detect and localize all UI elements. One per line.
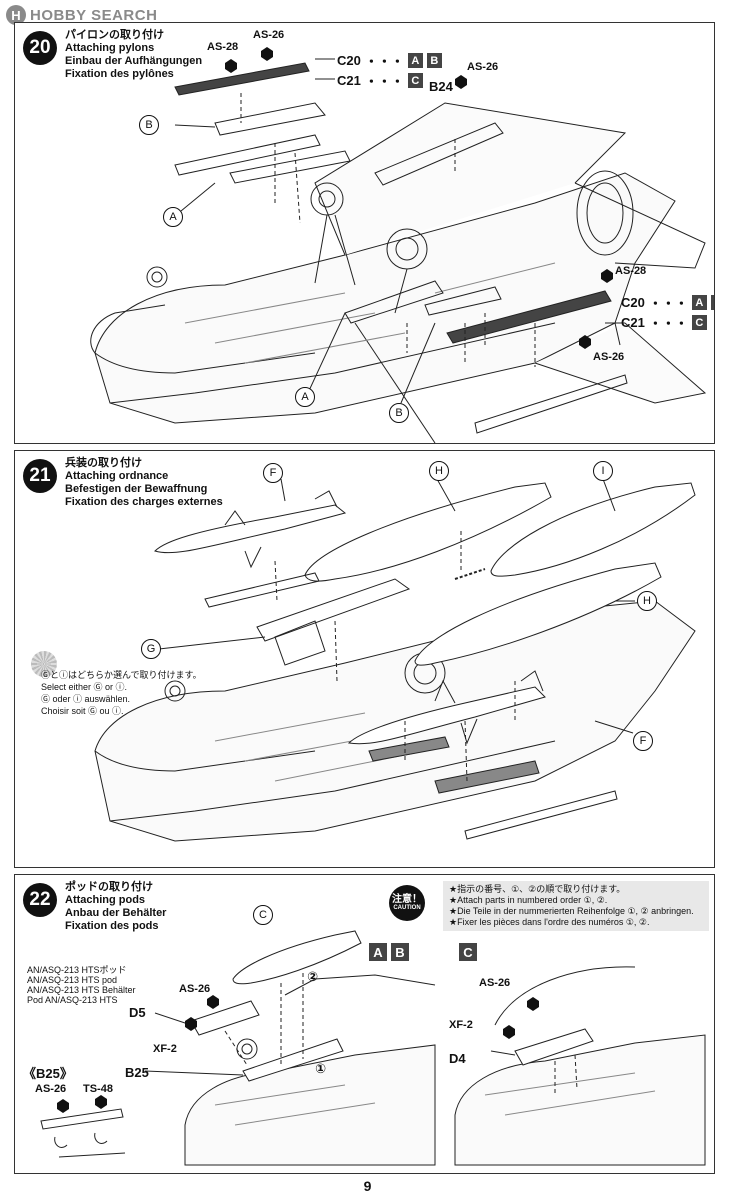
step-number: 21	[23, 459, 57, 493]
variant-box-c: C	[407, 73, 423, 88]
pod-name-block: AN/ASQ-213 HTSポッド AN/ASQ-213 HTS pod AN/…	[27, 965, 136, 1005]
callout-a: A	[163, 207, 183, 227]
caution-en: CAUTION	[393, 905, 421, 911]
callout-b: B	[389, 403, 409, 423]
callout-i: I	[593, 461, 613, 481]
title-en: Attaching pods	[65, 894, 146, 906]
part-code-c21: C21 ・・・ C	[337, 71, 423, 90]
label-as26: AS-26	[179, 983, 211, 995]
callout-f: F	[263, 463, 283, 483]
callout-c: C	[253, 905, 273, 925]
pod-name-en: AN/ASQ-213 HTS pod	[27, 975, 118, 985]
page-number: 9	[363, 1178, 372, 1194]
callout-h: H	[429, 461, 449, 481]
caution-line: ★Die Teile in der nummerierten Reihenfol…	[449, 906, 694, 916]
caution-badge-icon: 注意！ CAUTION	[389, 885, 425, 921]
label-xf2: XF-2	[449, 1019, 473, 1031]
title-en: Attaching pylons	[65, 42, 155, 54]
callout-h: H	[637, 591, 657, 611]
step-21-drawing	[94, 478, 696, 842]
label-as26: AS-26	[253, 29, 285, 41]
pod-name-jp: AN/ASQ-213 HTSポッド	[27, 965, 127, 975]
watermark-logo-icon: H	[6, 5, 26, 25]
variant-box-b: B	[391, 943, 409, 961]
title-fr: Fixation des charges externes	[65, 496, 223, 508]
callout-b: B	[139, 115, 159, 135]
caution-jp: 注意！	[392, 894, 422, 905]
caution-box: ★指示の番号、①、②の順で取り付けます。 ★Attach parts in nu…	[443, 881, 709, 931]
label-as26: AS-26	[593, 351, 625, 363]
order-2: ②	[307, 969, 319, 984]
label-as26: AS-26	[35, 1083, 67, 1095]
callout-a: A	[295, 387, 315, 407]
label-xf2: XF-2	[153, 1043, 177, 1055]
step-number: 22	[23, 883, 57, 917]
dots: ・・・	[364, 74, 404, 89]
variant-box-b: B	[426, 53, 442, 68]
variant-box-c: C	[691, 315, 707, 330]
step-heading: ポッドの取り付け Attaching pods Anbau der Behält…	[65, 881, 166, 933]
part-id: C20	[621, 295, 645, 310]
variant-box-a: A	[691, 295, 707, 310]
variant-box-b: B	[710, 295, 714, 310]
label-as26: AS-26	[479, 977, 511, 989]
step-number: 20	[23, 31, 57, 65]
label-b24: B24	[429, 79, 453, 94]
variant-box-a: A	[407, 53, 423, 68]
label-as26: AS-26	[467, 61, 499, 73]
step-20-panel: 20 パイロンの取り付け Attaching pylons Einbau der…	[14, 22, 715, 444]
title-jp: 兵装の取り付け	[65, 457, 142, 469]
variant-box-c: C	[459, 943, 477, 961]
detail-b25-title: 《B25》	[23, 1066, 73, 1081]
part-id: C20	[337, 53, 361, 68]
watermark-text: HOBBY SEARCH	[30, 6, 158, 24]
title-fr: Fixation des pods	[65, 920, 159, 932]
step-22-drawing	[40, 930, 706, 1166]
hobby-search-watermark: H HOBBY SEARCH	[6, 4, 157, 26]
note-de: Ⓖ oder ⓘ auswählen.	[41, 694, 131, 704]
label-d5: D5	[129, 1005, 146, 1020]
caution-line: ★Fixer les pièces dans l'ordre des numér…	[449, 917, 650, 927]
title-de: Befestigen der Bewaffnung	[65, 483, 208, 495]
dots: ・・・	[648, 296, 688, 311]
note-jp: Ⓖとⓘはどちらか選んで取り付けます。	[41, 670, 202, 680]
part-id: C21	[337, 73, 361, 88]
title-en: Attaching ordnance	[65, 470, 169, 482]
step-22-panel: 22 ポッドの取り付け Attaching pods Anbau der Beh…	[14, 874, 715, 1174]
label-b25: B25	[125, 1065, 149, 1080]
dots: ・・・	[648, 316, 688, 331]
label-ts48: TS-48	[83, 1083, 113, 1095]
label-as28: AS-28	[207, 41, 239, 53]
variant-ab: A B	[369, 943, 409, 961]
title-jp: パイロンの取り付け	[65, 29, 164, 41]
part-code-c21: C21 ・・・ C	[621, 313, 707, 332]
order-1: ①	[315, 1061, 327, 1076]
note-en: Select either Ⓖ or ⓘ.	[41, 682, 128, 692]
callout-f: F	[633, 731, 653, 751]
title-de: Einbau der Aufhängungen	[65, 55, 203, 67]
label-d4: D4	[449, 1051, 466, 1066]
variant-box-a: A	[369, 943, 387, 961]
title-jp: ポッドの取り付け	[65, 881, 153, 893]
callout-g: G	[141, 639, 161, 659]
label-as28: AS-28	[615, 265, 647, 277]
part-code-c20: C20 ・・・ A B	[621, 293, 714, 312]
variant-c: C	[459, 943, 477, 961]
pod-name-de: AN/ASQ-213 HTS Behälter	[27, 985, 136, 995]
step-20-drawing	[90, 47, 707, 443]
part-id: C21	[621, 315, 645, 330]
step-21-panel: 21 兵装の取り付け Attaching ordnance Befestigen…	[14, 450, 715, 868]
selection-note: Ⓖとⓘはどちらか選んで取り付けます。 Select either Ⓖ or ⓘ.…	[41, 669, 202, 717]
gear-badge-icon	[31, 651, 57, 677]
title-fr: Fixation des pylônes	[65, 68, 174, 80]
part-code-c20: C20 ・・・ A B	[337, 51, 442, 70]
pod-name-fr: Pod AN/ASQ-213 HTS	[27, 995, 118, 1005]
title-de: Anbau der Behälter	[65, 907, 167, 919]
dots: ・・・	[364, 54, 404, 69]
note-fr: Choisir soit Ⓖ ou ⓘ.	[41, 706, 124, 716]
step-heading: パイロンの取り付け Attaching pylons Einbau der Au…	[65, 29, 202, 81]
caution-line: ★Attach parts in numbered order ①, ②.	[449, 895, 608, 905]
step-heading: 兵装の取り付け Attaching ordnance Befestigen de…	[65, 457, 223, 509]
caution-line: ★指示の番号、①、②の順で取り付けます。	[449, 884, 626, 894]
